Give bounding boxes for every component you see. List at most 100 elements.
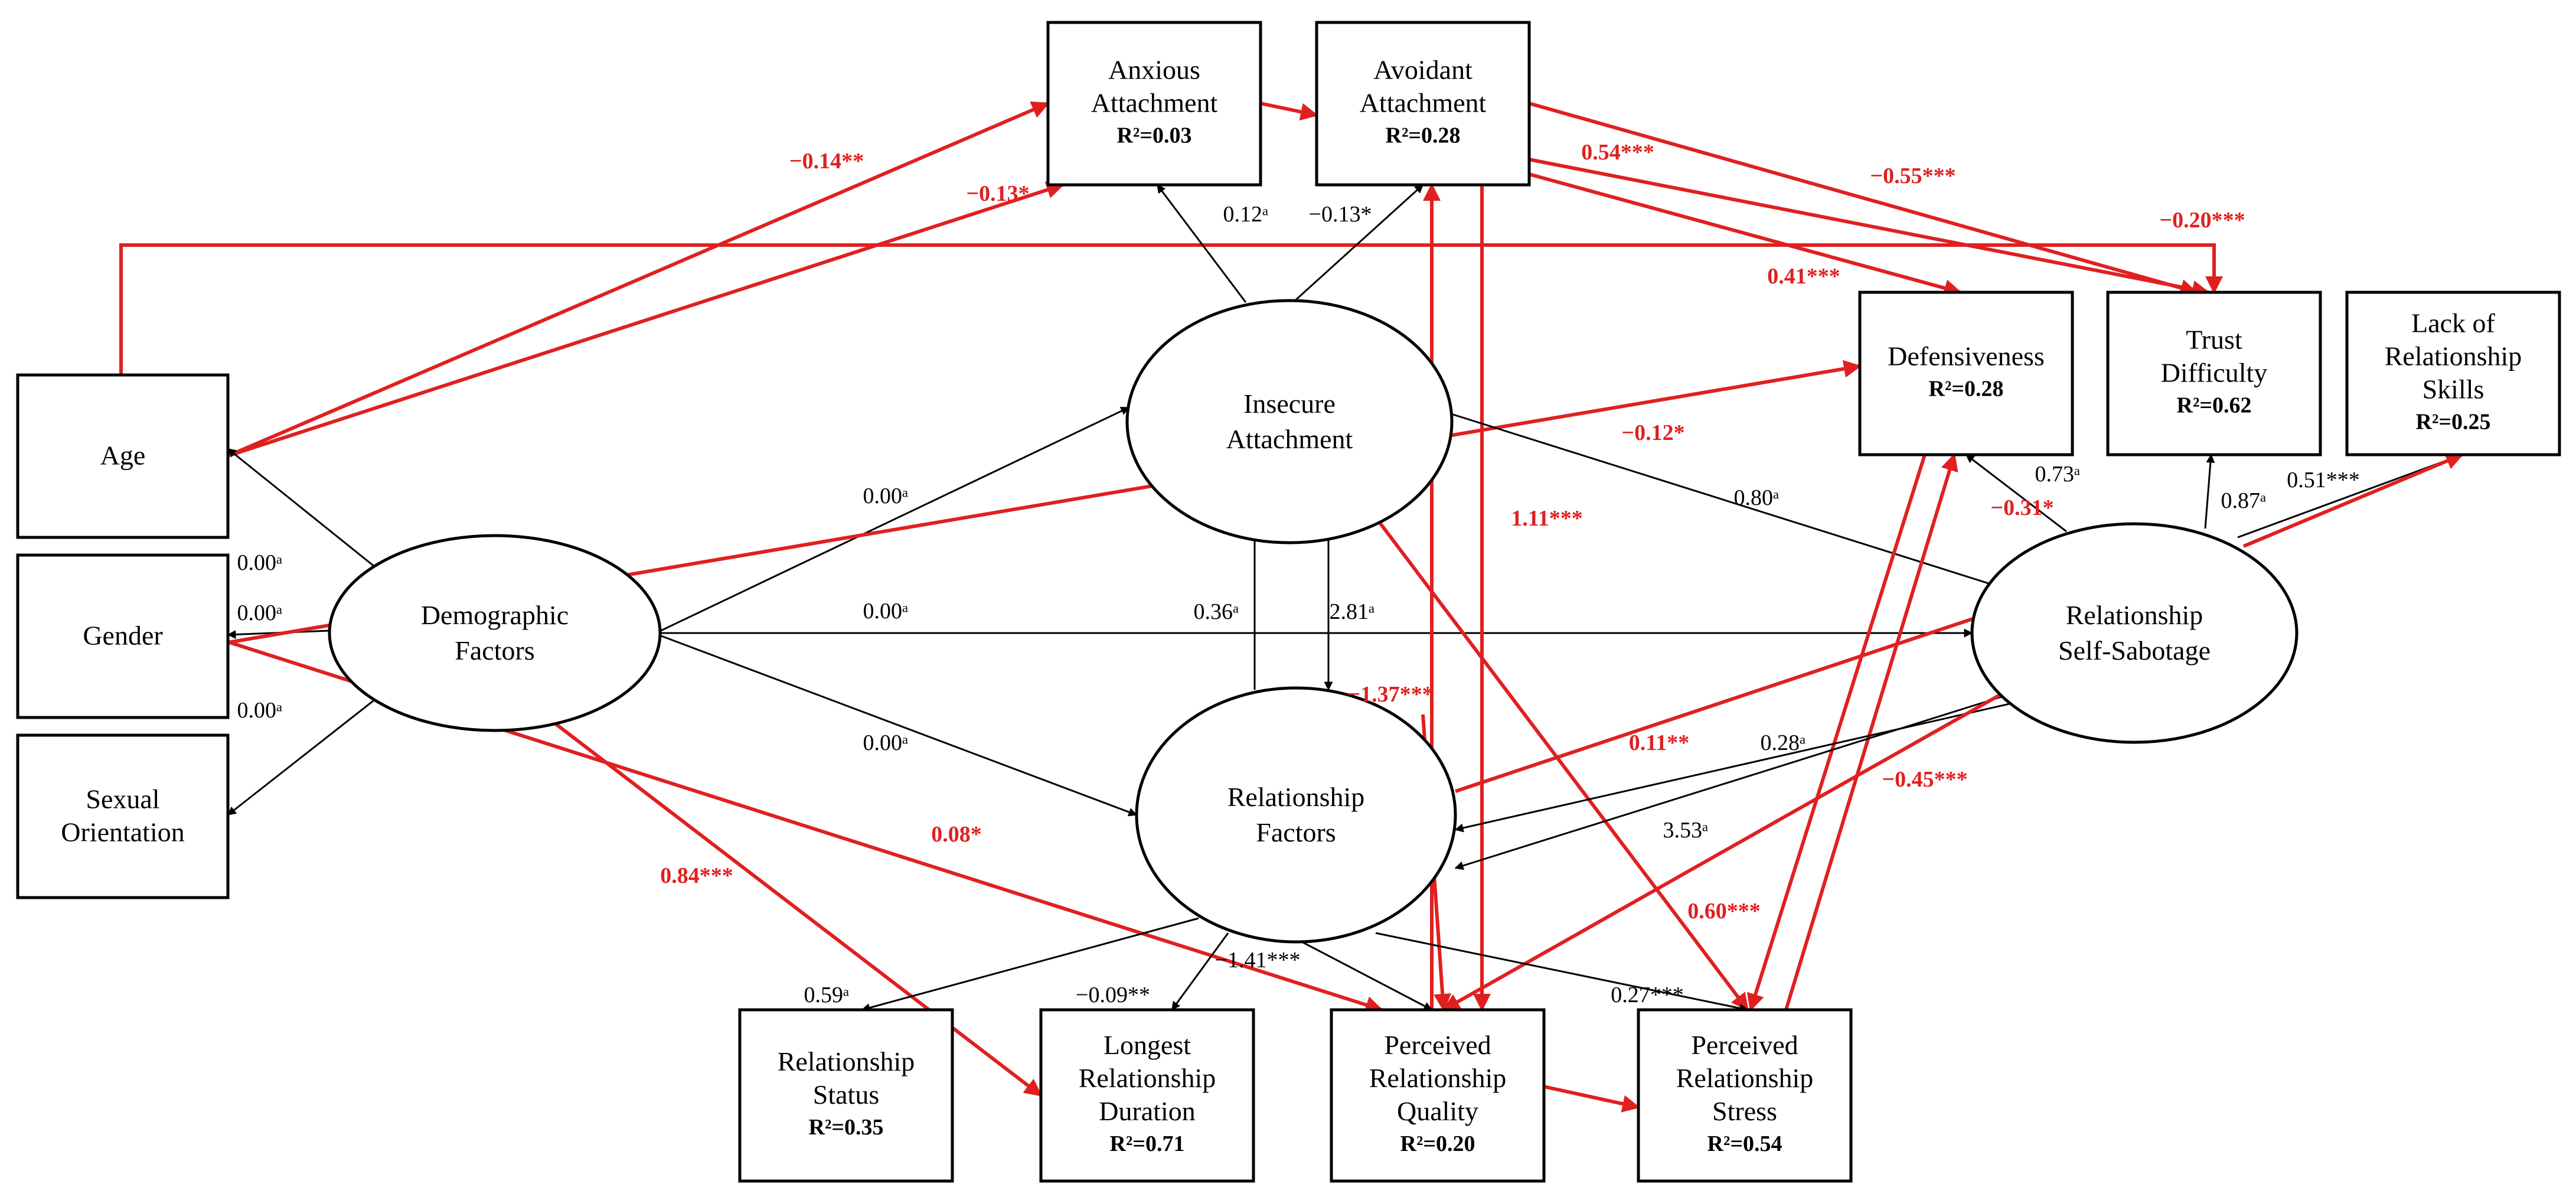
path-label-insecure-anxious: 0.12ᵃ [1223, 202, 1269, 227]
node-lack-r2: R²=0.25 [2416, 410, 2491, 435]
node-age-label-0: Age [100, 441, 146, 471]
node-quality-label-1: Relationship [1369, 1063, 1507, 1093]
node-relfact-label-1: Factors [1256, 817, 1336, 847]
node-relstatus-label-1: Status [813, 1079, 879, 1110]
path-label-demo-rss: 0.00ᵃ [863, 599, 909, 624]
node-relstatus-r2: R²=0.35 [809, 1115, 884, 1140]
node-anxious-box [1046, 21, 1262, 187]
path-label-relfact-quality-b: −1.41*** [1215, 948, 1301, 973]
node-trust-label-1: Difficulty [2161, 358, 2268, 388]
path-label-rss-trust: 0.87ᵃ [2221, 488, 2267, 513]
node-lack-label-1: Relationship [2385, 341, 2522, 371]
path-rss-quality [1442, 666, 2050, 1012]
path-gender-longest [554, 722, 1043, 1097]
path-label-stress-defens: −0.31* [1990, 495, 2053, 520]
path-relfact-quality-b [1301, 941, 1433, 1011]
path-label-age-trust: −0.20*** [2159, 208, 2245, 233]
path-insecure-rss [1449, 412, 2050, 605]
path-label-avoidant-quality: 1.11*** [1511, 506, 1582, 531]
path-quality-stress [1543, 1085, 1640, 1113]
path-label-insecure-relfact: 2.81ᵃ [1330, 599, 1375, 624]
node-anxious-label-1: Attachment [1091, 88, 1218, 118]
node-rss-ellipse [1970, 522, 2299, 744]
node-relfact-label-0: Relationship [1227, 782, 1365, 812]
node-trust-label-0: Trust [2186, 325, 2242, 355]
path-rss-defens [1965, 454, 2067, 533]
node-avoidant-r2: R²=0.28 [1386, 123, 1461, 148]
path-label-avoidant-trust-b: −0.55*** [1870, 164, 1955, 188]
node-quality-label-0: Perceived [1384, 1030, 1491, 1060]
path-label-gender-quality: 0.08* [931, 822, 982, 847]
path-label-age-anxious: −0.14** [789, 149, 864, 174]
path-label-rss-defens: 0.73ᵃ [2035, 462, 2081, 487]
path-insecure-anxious [1156, 184, 1247, 303]
node-gender-box [16, 553, 230, 719]
node-demo-label-0: Demographic [421, 600, 569, 630]
path-demo-sexual [227, 687, 390, 816]
path-label-relfact-rss: 0.11** [1629, 730, 1689, 755]
node-relfact-ellipse [1135, 686, 1457, 944]
node-avoidant-label-0: Avoidant [1373, 55, 1473, 85]
path-label-demo-gender: 0.00ᵃ [237, 601, 283, 625]
node-anxious-r2: R²=0.03 [1117, 123, 1192, 148]
path-label-relfact-stress: 0.27*** [1611, 983, 1684, 1007]
node-avoidant-box [1315, 21, 1531, 187]
path-avoidant-defens [1529, 172, 1962, 297]
path-label-demo-relfact: 0.00ᵃ [863, 730, 909, 755]
path-label-insecure-stress: 0.60*** [1687, 899, 1761, 924]
node-demo-ellipse [328, 534, 662, 732]
node-defens-r2: R²=0.28 [1929, 377, 2004, 402]
node-lack-label-0: Lack of [2411, 308, 2495, 338]
node-trust-box [2106, 291, 2322, 456]
path-relfact-relstatus [861, 917, 1199, 1012]
path-age-avoidant [227, 181, 1065, 458]
node-rss-label-1: Self-Sabotage [2058, 635, 2211, 666]
path-demo-relfact [658, 634, 1138, 817]
node-longest-r2: R²=0.71 [1110, 1131, 1185, 1156]
node-stress-box [1637, 1008, 1853, 1183]
path-label-insecure-avoidant: −0.13* [1309, 202, 1372, 227]
path-label-relfact-longest: −0.09** [1076, 983, 1150, 1007]
path-rss-relfact-b [1454, 696, 2002, 870]
node-stress-label-0: Perceived [1691, 1030, 1798, 1060]
node-rss-label-0: Relationship [2066, 600, 2203, 630]
node-sexual-box [16, 733, 230, 899]
node-stress-label-1: Relationship [1676, 1063, 1814, 1093]
node-quality-label-2: Quality [1397, 1096, 1478, 1126]
node-longest-label-0: Longest [1103, 1030, 1191, 1060]
path-age-trust [119, 243, 2223, 375]
node-insecure-label-1: Attachment [1226, 424, 1353, 454]
path-label-relfact-quality: −1.37*** [1347, 682, 1433, 707]
path-label-avoidant-defens: 0.41*** [1767, 264, 1840, 289]
path-age-anxious [227, 101, 1050, 458]
path-defens-stress [1746, 454, 1927, 1012]
node-gender: Gender [16, 553, 230, 719]
path-label-demo-age: 0.00ᵃ [237, 550, 283, 575]
node-longest-label-2: Duration [1099, 1096, 1196, 1126]
path-demo-age [227, 448, 390, 580]
node-anxious-label-0: Anxious [1108, 55, 1200, 85]
node-age: Age [16, 373, 230, 539]
path-rss-lack-red [2242, 452, 2464, 548]
node-lack-box [2345, 291, 2561, 456]
node-stress-label-2: Stress [1712, 1096, 1777, 1126]
node-relstatus-box [738, 1008, 954, 1183]
node-age-box [16, 373, 230, 539]
path-label-demo-insecure: 0.00ᵃ [863, 484, 909, 508]
path-label-rss-relfact: 0.28ᵃ [1761, 730, 1806, 755]
path-avoidant-trust-a [1529, 158, 2210, 298]
path-relfact-longest [1171, 932, 1229, 1011]
